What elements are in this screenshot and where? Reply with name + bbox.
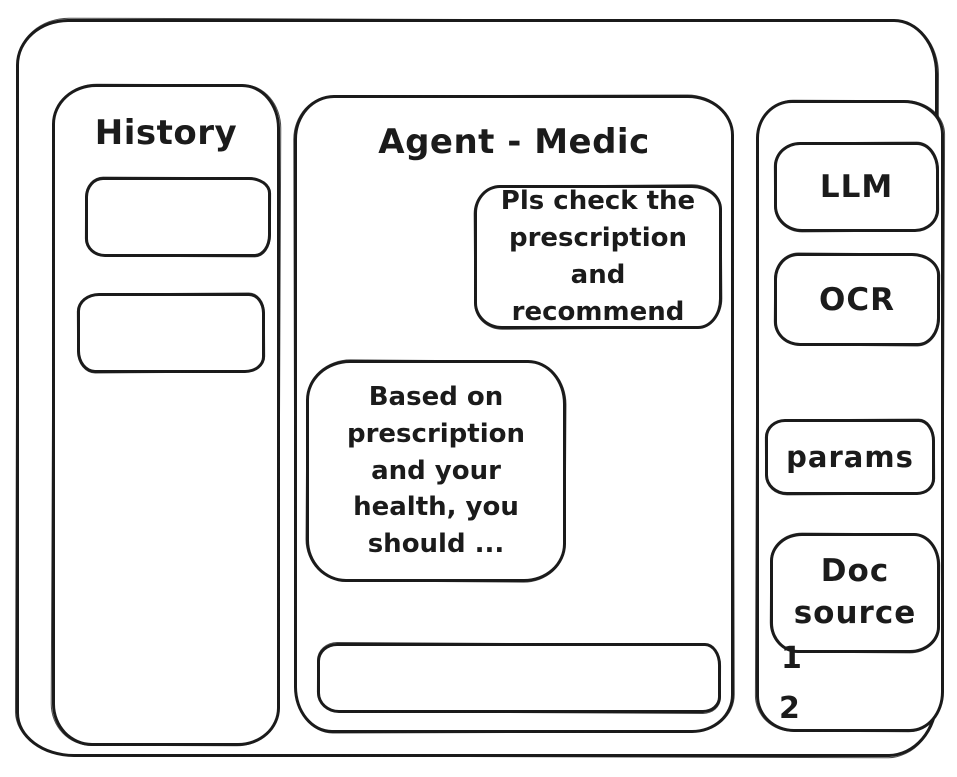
tool-ocr-button[interactable]: OCR bbox=[774, 253, 940, 346]
chat-input[interactable] bbox=[320, 646, 718, 710]
history-item[interactable] bbox=[85, 177, 271, 257]
tool-llm-button[interactable]: LLM bbox=[774, 142, 939, 232]
history-sidebar: History bbox=[52, 84, 280, 746]
user-message-bubble: Pls check the prescription and recommend bbox=[474, 185, 722, 329]
tool-params-button[interactable]: params bbox=[765, 419, 935, 495]
agent-message-bubble: Based on prescription and your health, y… bbox=[306, 360, 566, 582]
doc-source-item-2[interactable]: 2 bbox=[779, 691, 801, 726]
chat-title: Agent - Medic bbox=[378, 122, 650, 162]
history-item[interactable] bbox=[77, 293, 265, 373]
tool-doc-source-button[interactable]: Doc source bbox=[770, 533, 940, 653]
chat-panel: Agent - Medic Pls check the prescription… bbox=[294, 95, 734, 733]
doc-source-item-1[interactable]: 1 bbox=[781, 641, 803, 676]
tools-sidebar: LLM OCR params Doc source 1 2 bbox=[756, 100, 944, 732]
history-title: History bbox=[94, 113, 238, 153]
app-frame: History Agent - Medic Pls check the pres… bbox=[16, 19, 944, 757]
chat-input-box bbox=[317, 643, 721, 713]
